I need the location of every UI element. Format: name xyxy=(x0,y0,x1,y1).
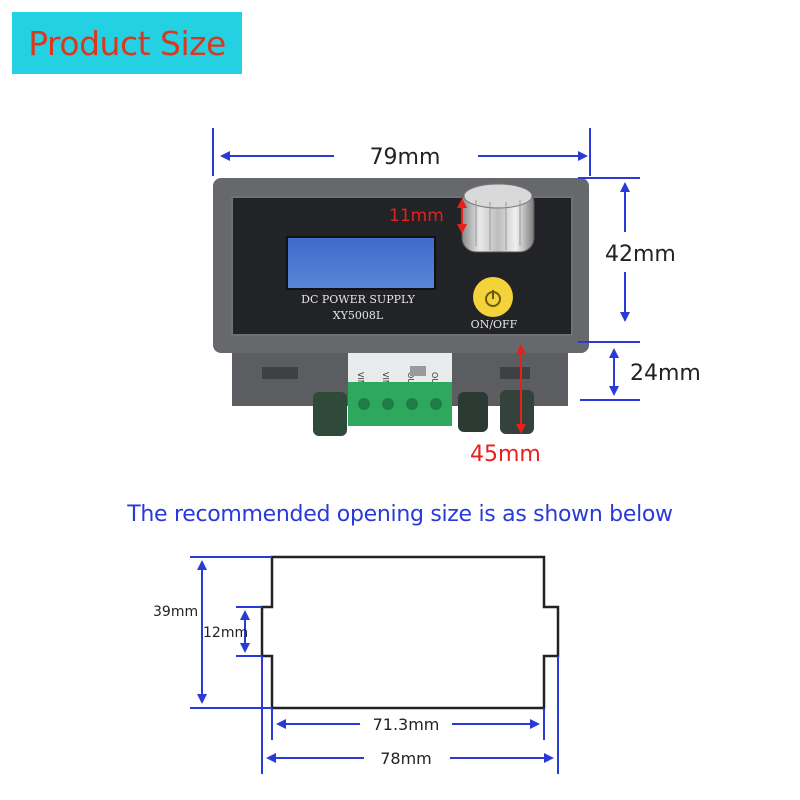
terminal-screw xyxy=(358,398,370,410)
opening-outer-width-dimension xyxy=(261,656,559,774)
opening-height-dimension xyxy=(190,556,272,709)
opening-outer-width-label: 78mm xyxy=(380,749,432,768)
opening-height-label: 39mm xyxy=(153,604,198,620)
depth-dimension xyxy=(580,348,640,401)
lcd-screen xyxy=(286,236,436,290)
opening-notch-dimension xyxy=(236,606,262,657)
product-size-badge: Product Size xyxy=(12,12,242,74)
display-label-line1: DC POWER SUPPLY xyxy=(301,293,415,306)
opening-caption: The recommended opening size is as shown… xyxy=(127,502,673,527)
opening-outline xyxy=(260,555,560,710)
terminal-screw xyxy=(382,398,394,410)
terminal-label: OUT xyxy=(430,372,439,389)
display-label-line2: XY5008L xyxy=(333,309,384,322)
power-button-label: ON/OFF xyxy=(471,318,518,331)
usb-port xyxy=(410,366,426,376)
terminal-labels: VIN VIN OUT OUT xyxy=(356,372,439,389)
height-dimension xyxy=(578,177,640,343)
capacitor xyxy=(458,392,488,432)
terminal-label: VIN xyxy=(356,372,365,386)
overall-label: 45mm xyxy=(470,442,541,467)
opening-inner-width-dimension xyxy=(271,708,545,740)
terminal-screw xyxy=(406,398,418,410)
depth-label: 24mm xyxy=(630,361,701,386)
pcb-board xyxy=(348,352,452,382)
knob-label: 11mm xyxy=(389,206,444,226)
capacitor xyxy=(313,392,347,436)
opening-inner-width-label: 71.3mm xyxy=(373,715,440,734)
housing-clip-right xyxy=(500,367,530,379)
capacitor xyxy=(500,390,534,434)
height-label: 42mm xyxy=(605,242,676,267)
power-supply-module: VIN VIN OUT OUT DC POWER SUPPLY XY5008L xyxy=(213,178,589,436)
power-button[interactable] xyxy=(473,277,513,317)
adjustment-knob[interactable] xyxy=(461,183,535,253)
badge-title: Product Size xyxy=(28,23,226,63)
width-dimension xyxy=(212,128,591,176)
terminal-screw xyxy=(430,398,442,410)
width-label: 79mm xyxy=(370,145,441,170)
housing-clip-left xyxy=(262,367,298,379)
terminal-label: OUT xyxy=(406,372,415,389)
terminal-label: VIN xyxy=(381,372,390,386)
opening-notch-label: 12mm xyxy=(203,625,248,641)
